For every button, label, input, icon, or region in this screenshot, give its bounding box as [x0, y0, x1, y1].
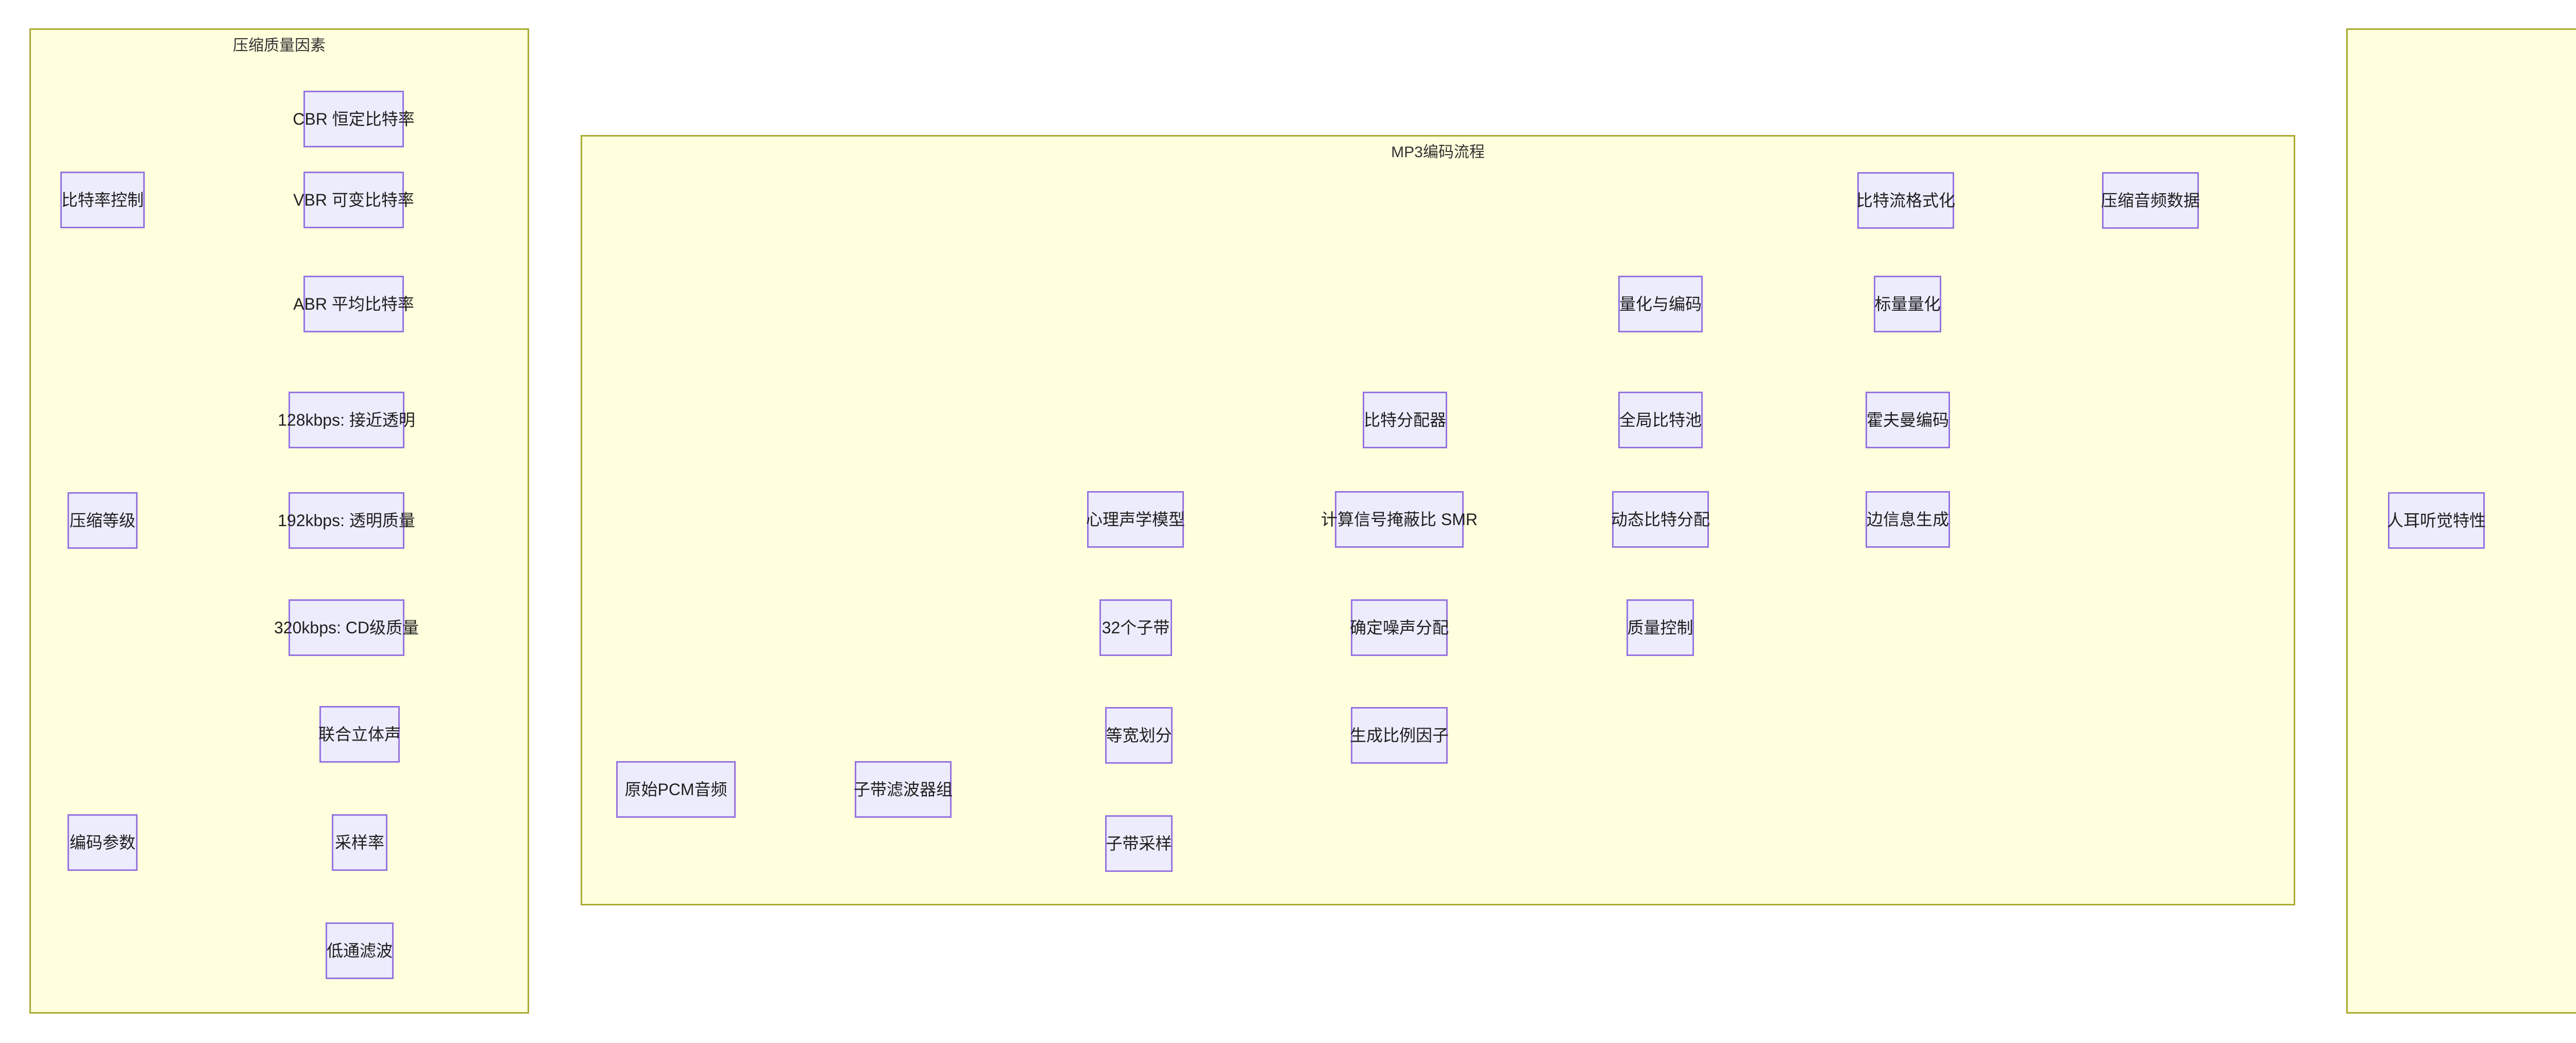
node-label: 全局比特池	[1619, 410, 1702, 429]
node-label: 量化与编码	[1619, 294, 1702, 313]
node-m_scale[interactable]: 生成比例因子	[1350, 707, 1449, 764]
node-q_lowpass[interactable]: 低通滤波	[326, 922, 394, 979]
node-label: 低通滤波	[327, 941, 393, 960]
node-m_qc[interactable]: 质量控制	[1626, 599, 1694, 656]
node-q_bitrate_ctrl[interactable]: 比特率控制	[60, 172, 145, 228]
node-label: 编码参数	[70, 833, 136, 852]
node-m_filter[interactable]: 子带滤波器组	[854, 761, 953, 818]
node-m_noise[interactable]: 确定噪声分配	[1350, 599, 1449, 656]
node-q_320[interactable]: 320kbps: CD级质量	[274, 599, 419, 656]
node-label: 子带滤波器组	[854, 780, 953, 799]
node-label: 标量量化	[1874, 294, 1941, 313]
node-m_output[interactable]: 压缩音频数据	[2101, 172, 2200, 229]
node-label: 比特率控制	[61, 190, 144, 209]
node-m_psy[interactable]: 心理声学模型	[1086, 491, 1185, 548]
node-q_level[interactable]: 压缩等级	[67, 492, 138, 549]
cluster-title-quality: 压缩质量因素	[233, 37, 326, 54]
node-q_192[interactable]: 192kbps: 透明质量	[278, 492, 415, 549]
node-label: 联合立体声	[318, 725, 401, 744]
node-label: 边信息生成	[1867, 510, 1950, 529]
cluster-title-psychoacoustic: 心理声学原理	[2348, 37, 2576, 54]
node-label: 霍夫曼编码	[1867, 410, 1950, 429]
node-label: 计算信号掩蔽比 SMR	[1321, 510, 1478, 529]
node-label: 原始PCM音频	[624, 780, 727, 799]
node-m_bitstream[interactable]: 比特流格式化	[1856, 172, 1956, 229]
node-q_128[interactable]: 128kbps: 接近透明	[278, 392, 415, 448]
node-m_pool[interactable]: 全局比特池	[1618, 392, 1703, 448]
node-m_huffman[interactable]: 霍夫曼编码	[1866, 392, 1950, 448]
node-q_samplerate[interactable]: 采样率	[332, 814, 387, 871]
node-label: 比特分配器	[1364, 410, 1447, 429]
node-m_alloc[interactable]: 比特分配器	[1363, 392, 1447, 448]
node-m_pcm[interactable]: 原始PCM音频	[616, 761, 736, 818]
node-p_ear[interactable]: 人耳听觉特性	[2387, 492, 2486, 549]
node-m_subsample[interactable]: 子带采样	[1105, 815, 1173, 872]
node-m_equal[interactable]: 等宽划分	[1105, 707, 1173, 764]
node-label: VBR 可变比特率	[293, 190, 414, 209]
node-q_joint[interactable]: 联合立体声	[318, 706, 401, 763]
node-q_cbr[interactable]: CBR 恒定比特率	[293, 91, 415, 147]
node-label: 子带采样	[1106, 834, 1172, 853]
node-label: 压缩音频数据	[2101, 191, 2200, 210]
node-label: 质量控制	[1627, 618, 1693, 637]
node-label: 比特流格式化	[1856, 191, 1956, 210]
cluster-title-mp3flow: MP3编码流程	[1391, 144, 1485, 161]
node-q_vbr[interactable]: VBR 可变比特率	[293, 172, 414, 228]
node-label: 心理声学模型	[1086, 510, 1185, 529]
node-label: 320kbps: CD级质量	[274, 618, 419, 637]
node-label: 采样率	[335, 833, 385, 852]
node-label: 生成比例因子	[1350, 726, 1449, 745]
node-m_smr[interactable]: 计算信号掩蔽比 SMR	[1321, 491, 1478, 548]
node-label: 确定噪声分配	[1350, 618, 1449, 637]
node-q_params[interactable]: 编码参数	[67, 814, 138, 871]
node-label: CBR 恒定比特率	[293, 109, 415, 128]
node-label: 压缩等级	[70, 511, 136, 530]
node-m_dynalloc[interactable]: 动态比特分配	[1611, 491, 1710, 548]
node-m_32band[interactable]: 32个子带	[1099, 599, 1172, 656]
node-label: 等宽划分	[1106, 726, 1172, 745]
node-label: 动态比特分配	[1611, 510, 1710, 529]
node-m_quant[interactable]: 量化与编码	[1618, 276, 1703, 332]
node-q_abr[interactable]: ABR 平均比特率	[293, 276, 414, 332]
node-m_scalarq[interactable]: 标量量化	[1874, 276, 1941, 332]
node-label: ABR 平均比特率	[293, 294, 414, 313]
node-label: 192kbps: 透明质量	[278, 511, 415, 530]
node-m_sideinfo[interactable]: 边信息生成	[1866, 491, 1950, 548]
node-label: 128kbps: 接近透明	[278, 410, 415, 429]
node-label: 32个子带	[1101, 618, 1170, 637]
node-label: 人耳听觉特性	[2387, 511, 2486, 530]
